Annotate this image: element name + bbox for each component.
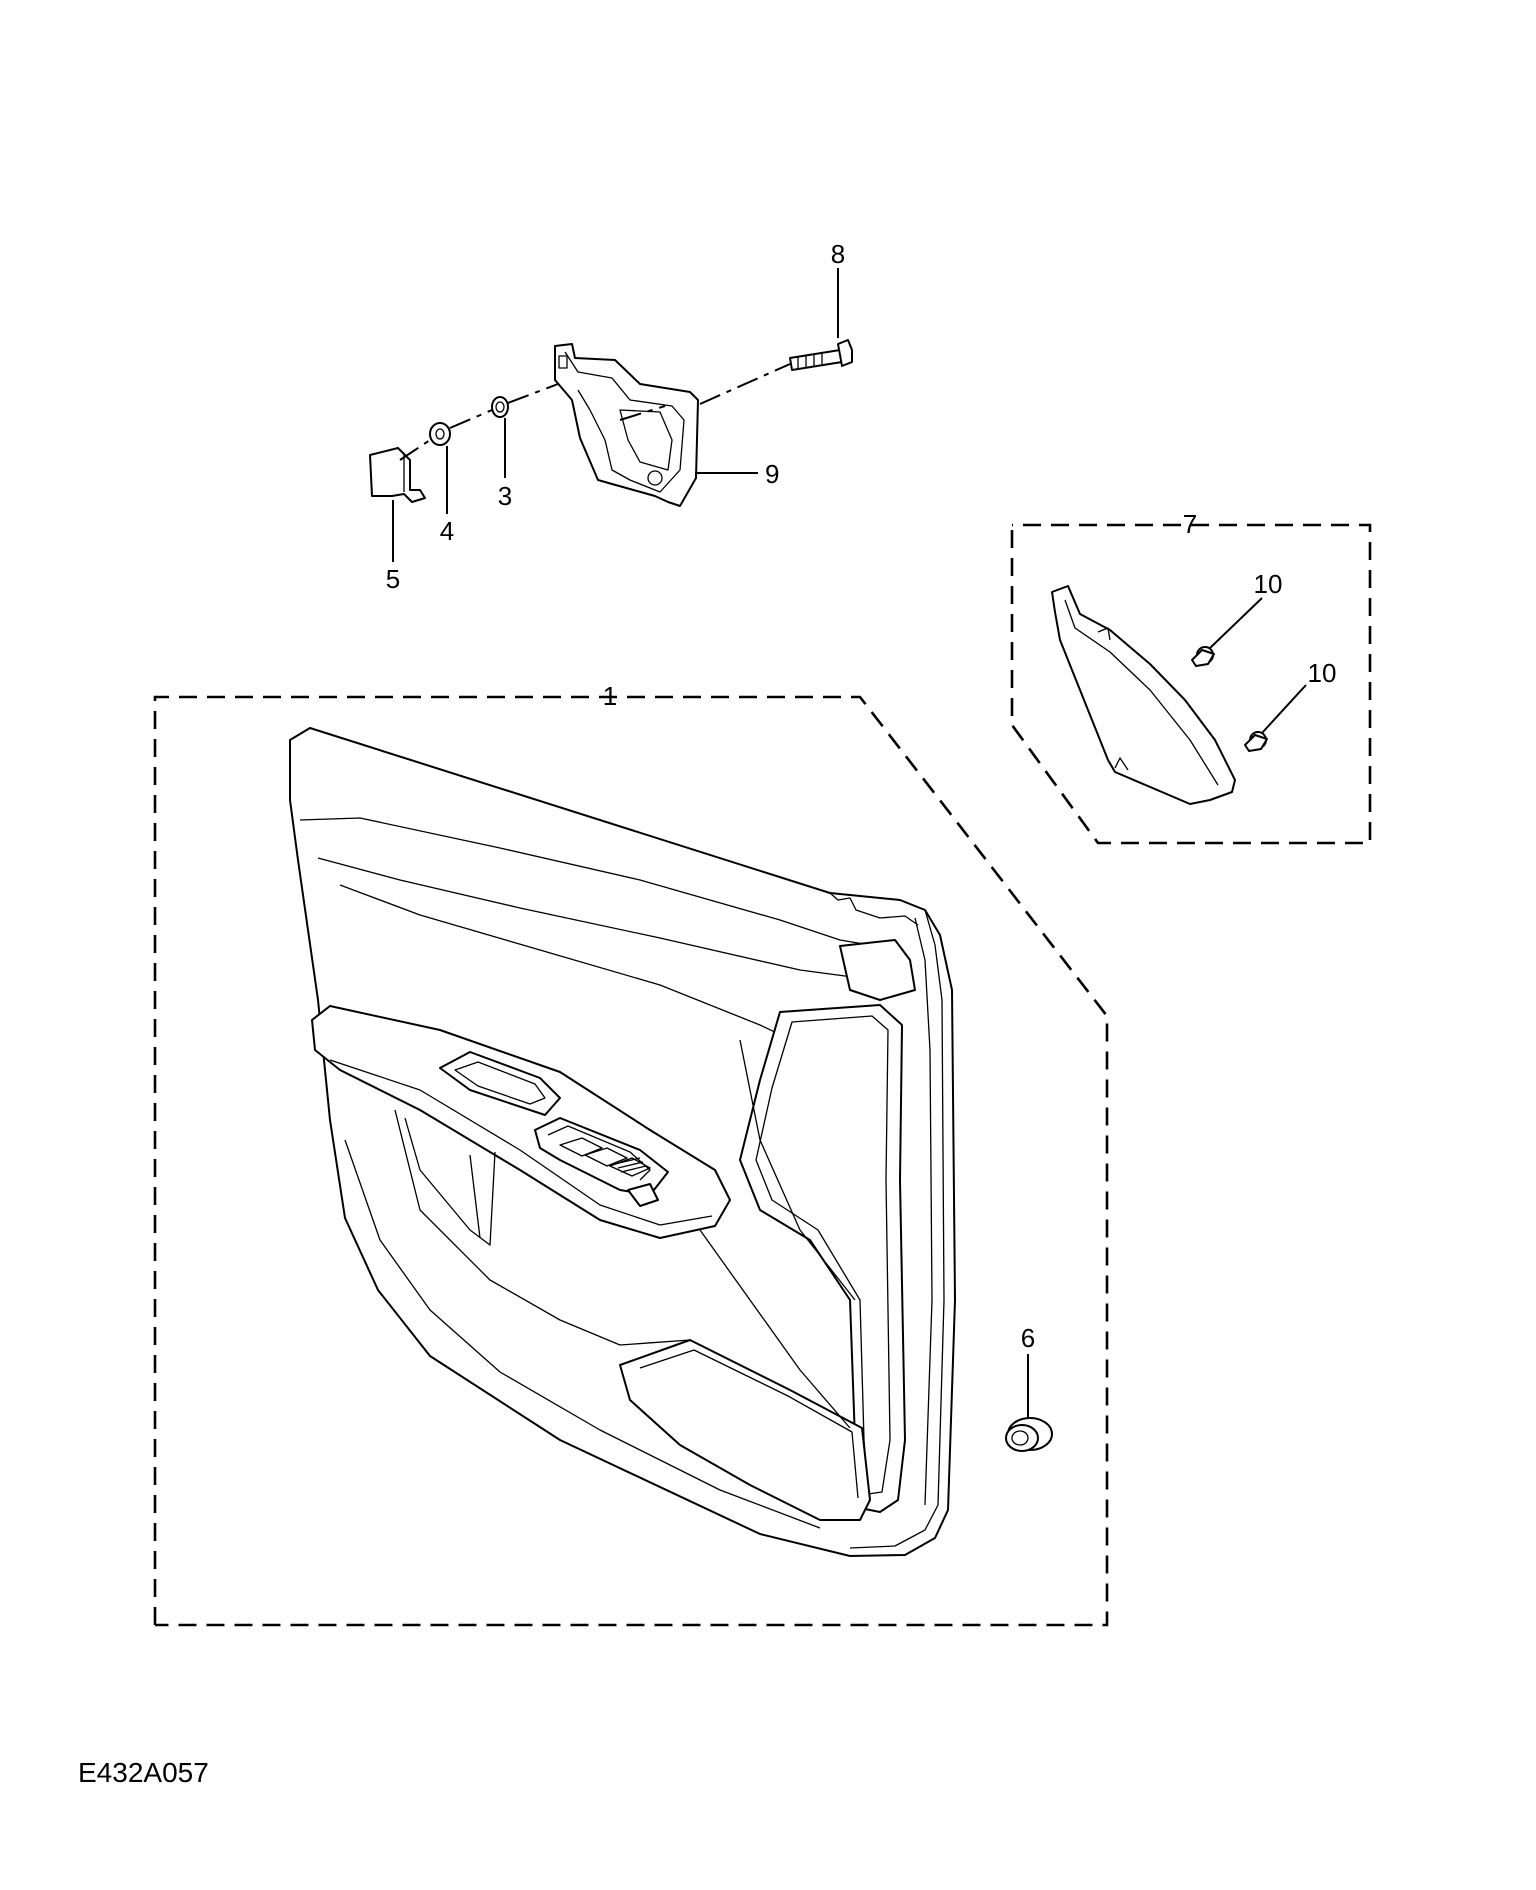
callout-10a: 10 bbox=[1254, 569, 1283, 599]
group-1-boundary bbox=[153, 695, 1109, 1627]
callout-4: 4 bbox=[440, 516, 454, 546]
callout-8: 8 bbox=[831, 239, 845, 269]
cap-5 bbox=[369, 447, 426, 503]
mirror-trim-panel bbox=[1051, 585, 1236, 805]
bolt-8 bbox=[789, 339, 853, 371]
callout-3: 3 bbox=[498, 481, 512, 511]
callout-7: 7 bbox=[1183, 509, 1197, 539]
bracket-9 bbox=[554, 343, 699, 507]
washer-4 bbox=[429, 422, 451, 446]
clip-6 bbox=[1005, 1417, 1053, 1452]
nut-3 bbox=[491, 396, 509, 418]
group-7-boundary bbox=[1010, 523, 1372, 845]
callout-9: 9 bbox=[765, 459, 779, 489]
callout-5: 5 bbox=[386, 564, 400, 594]
figure-reference: E432A057 bbox=[78, 1757, 209, 1788]
leader-lines bbox=[392, 268, 1307, 1418]
door-trim-panel bbox=[289, 727, 956, 1557]
callout-1: 1 bbox=[603, 681, 617, 711]
callout-10b: 10 bbox=[1308, 658, 1337, 688]
screw-10b bbox=[1244, 731, 1268, 752]
callout-6: 6 bbox=[1021, 1323, 1035, 1353]
screw-10a bbox=[1191, 646, 1215, 667]
